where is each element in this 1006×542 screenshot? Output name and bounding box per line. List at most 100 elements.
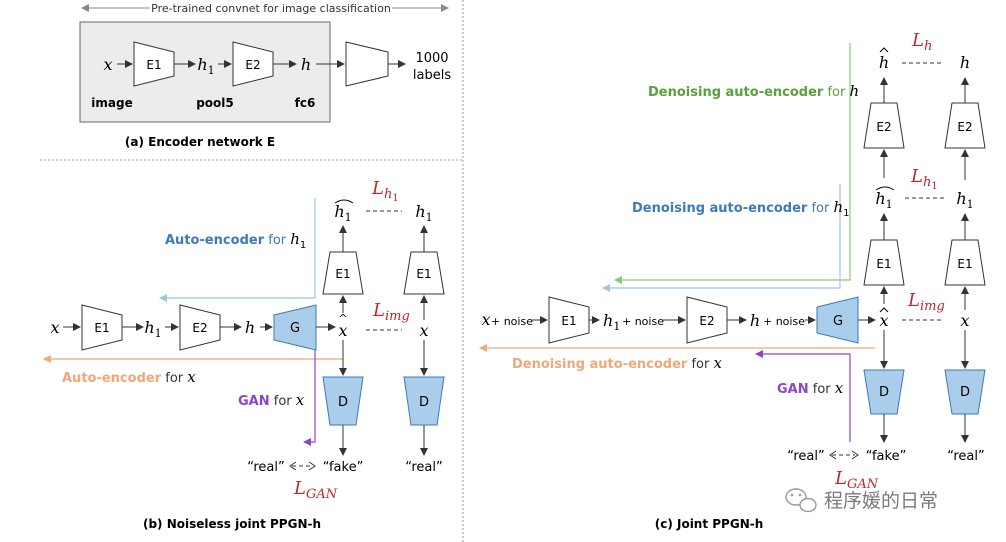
d-right-label: D xyxy=(960,385,970,400)
x-real-label: x xyxy=(960,311,969,330)
lgan-arrowhead-left xyxy=(829,450,837,460)
layer-fc6: fc6 xyxy=(295,96,316,110)
input-x: x xyxy=(481,310,490,329)
panel-a-encoder-network: Pre-trained convnet for image classifica… xyxy=(79,2,451,149)
encoder-e1 xyxy=(81,304,123,351)
encoder-e2 xyxy=(179,304,221,351)
top-e2-right xyxy=(944,102,986,149)
h1-label: h1 xyxy=(603,311,620,333)
h1hat-hat xyxy=(334,199,354,204)
h1hat-hat xyxy=(875,186,895,191)
ae-h1-feedback-line xyxy=(159,198,316,302)
mid-e1-left-label: E1 xyxy=(876,257,891,271)
top-e1-left-label: E1 xyxy=(335,267,350,281)
discriminator-left xyxy=(863,369,905,415)
mid-e1-right-label: E1 xyxy=(957,257,972,271)
panel-a-caption: (a) Encoder network E xyxy=(125,135,275,149)
xhat-label: x xyxy=(879,311,888,330)
h-noise: + noise xyxy=(763,315,805,328)
e2-label: E2 xyxy=(245,58,260,72)
generator-g xyxy=(273,304,317,351)
lgan-arrowhead-right xyxy=(308,461,316,471)
top-e2-left-label: E2 xyxy=(876,120,891,134)
labels-word: labels xyxy=(413,68,451,83)
generator-g xyxy=(816,296,859,344)
classifier-block xyxy=(345,41,389,87)
h-label: h xyxy=(301,55,311,74)
g-label: G xyxy=(290,321,300,336)
dae-x-label: Denoising auto-encoder for x xyxy=(512,354,722,372)
e2-label: E2 xyxy=(699,314,714,328)
encoder-e2 xyxy=(686,296,728,344)
d-left-label: D xyxy=(879,385,889,400)
e1-label: E1 xyxy=(94,321,109,335)
h-right-label: h xyxy=(960,53,970,72)
h1-noise: + noise xyxy=(622,315,664,328)
watermark: 程序媛的日常 xyxy=(785,488,938,513)
hhat-hat xyxy=(879,47,889,53)
fake-label: “fake” xyxy=(323,460,364,475)
loss-gan: LGAN xyxy=(834,468,879,492)
x-real-label: x xyxy=(419,321,428,340)
g-label: G xyxy=(833,314,843,329)
loss-img: Limg xyxy=(907,290,945,314)
ae-x-label: Auto-encoder for x xyxy=(62,368,196,386)
d-left-label: D xyxy=(338,395,348,410)
panel-b-caption: (b) Noiseless joint PPGN-h xyxy=(143,517,321,531)
panel-a-header: Pre-trained convnet for image classifica… xyxy=(151,2,391,15)
h-label: h xyxy=(750,311,760,330)
top-e1-right-label: E1 xyxy=(416,267,431,281)
h-label: h xyxy=(245,318,255,337)
layer-pool5: pool5 xyxy=(196,96,234,110)
real-right-label: “real” xyxy=(405,460,442,475)
watermark-text: 程序媛的日常 xyxy=(824,490,938,512)
h1-right-label: h1 xyxy=(415,202,432,224)
lgan-arrowhead-left xyxy=(289,461,297,471)
encoder-e1 xyxy=(133,41,175,87)
h1-label: h1 xyxy=(144,318,161,340)
labels-1000: 1000 xyxy=(415,51,448,66)
top-e2-right-label: E2 xyxy=(957,120,972,134)
discriminator-left xyxy=(322,376,364,426)
input-x: x xyxy=(103,55,112,74)
top-e1-right xyxy=(403,251,445,295)
loss-h1: Lh1 xyxy=(910,166,938,192)
real-left-label: “real” xyxy=(787,449,824,464)
h1-right-label: h1 xyxy=(956,189,973,211)
pretrained-box xyxy=(79,21,331,123)
e1-label: E1 xyxy=(146,58,161,72)
real-right-label: “real” xyxy=(947,449,984,464)
mid-e1-right xyxy=(944,239,986,286)
dae-h-feedback-line xyxy=(614,43,851,284)
input-x: x xyxy=(50,318,59,337)
dae-h1-feedback-line xyxy=(602,184,841,292)
loss-h1: Lh1 xyxy=(371,178,399,204)
h1hat-label: h1 xyxy=(875,189,892,211)
e1-label: E1 xyxy=(561,314,576,328)
wechat-icon xyxy=(785,488,817,513)
ae-h1-label: Auto-encoder for h1 xyxy=(165,230,306,251)
lgan-arrowhead-right xyxy=(851,450,859,460)
top-e1-left xyxy=(322,251,364,295)
d-right-label: D xyxy=(419,395,429,410)
dae-h-label: Denoising auto-encoder for h xyxy=(648,82,859,100)
xhat-label: x xyxy=(338,321,347,340)
xhat-hat: ^ xyxy=(338,312,347,325)
encoder-e2 xyxy=(232,41,274,87)
panel-c-joint-ppgn: x + noise E1 h1 + noise E2 h + noise G x… xyxy=(479,30,986,531)
encoder-e1 xyxy=(548,296,590,344)
h1hat-label: h1 xyxy=(334,202,351,224)
real-left-label: “real” xyxy=(247,460,284,475)
hhat-label: h xyxy=(879,53,889,72)
loss-h: Lh xyxy=(911,30,932,54)
panel-c-caption: (c) Joint PPGN-h xyxy=(655,517,764,531)
loss-gan: LGAN xyxy=(293,478,338,502)
discriminator-right xyxy=(403,376,445,426)
gan-feedback-line xyxy=(303,343,316,446)
h1-label: h1 xyxy=(197,55,214,77)
panel-b-noiseless-joint: x E1 h1 E2 h G x ^ x Limg E1 h1 E1 h1 Lh… xyxy=(43,178,445,531)
xhat-hat xyxy=(879,307,889,313)
fake-label: “fake” xyxy=(866,449,907,464)
discriminator-right xyxy=(944,369,986,415)
